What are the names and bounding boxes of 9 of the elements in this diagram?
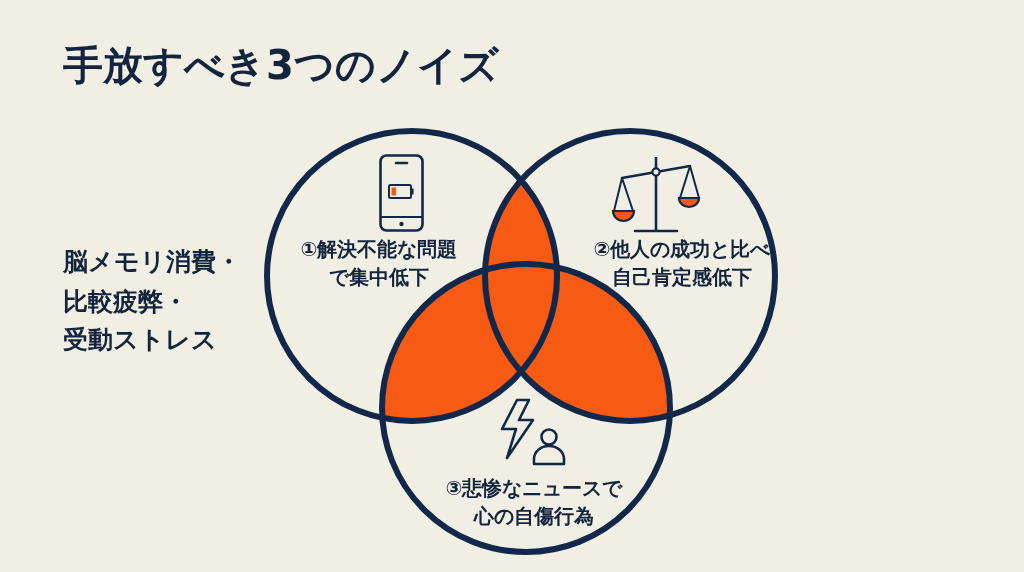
- side-label: 受動ストレス: [63, 324, 217, 356]
- title: 手放すべき3つのノイズ: [63, 41, 499, 90]
- circle-label: ①解決不能な問題で集中低下: [299, 236, 459, 291]
- circle-label: ③悲惨なニュースで心の自傷行為: [444, 475, 624, 530]
- venn-circle: [482, 128, 778, 424]
- side-label: 脳メモリ消費・: [63, 246, 241, 278]
- circle-label: ②他人の成功と比べ自己肯定感低下: [592, 236, 772, 291]
- side-label: 比較疲弊・: [63, 286, 188, 318]
- venn-circle: [264, 128, 560, 424]
